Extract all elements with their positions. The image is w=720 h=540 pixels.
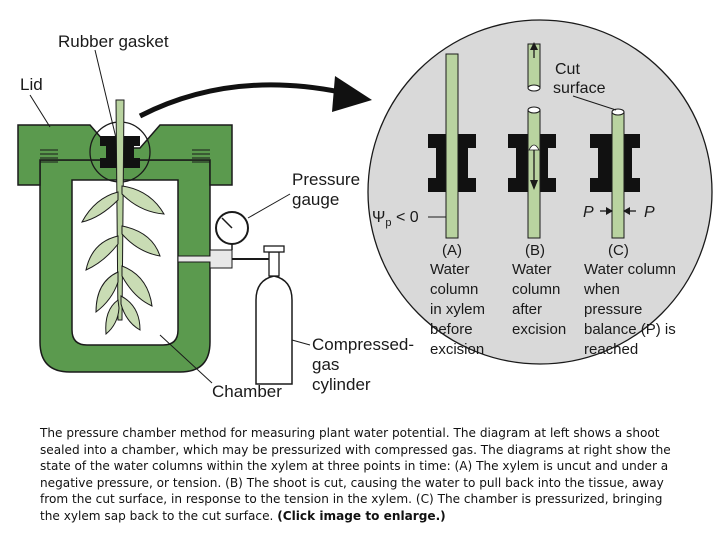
panel-a-line-1: Water	[430, 261, 469, 278]
label-p-left: P	[583, 204, 594, 221]
label-p-right: P	[644, 204, 655, 221]
panel-a-line-3: in xylem	[430, 301, 485, 318]
label-cylinder: cylinder	[312, 375, 371, 394]
gauge-needle	[221, 217, 233, 229]
psi-symbol: Ψ	[372, 209, 385, 226]
label-pressure: Pressure	[292, 170, 360, 189]
panel-a-line-4: before	[430, 321, 473, 338]
label-lid: Lid	[20, 75, 43, 94]
leader-lines	[29, 49, 311, 384]
panel-a-id: (A)	[442, 242, 462, 259]
stem-a	[445, 53, 459, 239]
chamber-wall	[39, 159, 211, 373]
panel-b-line-4: excision	[512, 321, 566, 338]
label-cut: Cut	[555, 61, 580, 78]
stem-c	[600, 108, 636, 239]
panel-c-line-2: when	[583, 281, 620, 298]
panel-c-line-1: Water column	[584, 261, 676, 278]
panel-a-text: (A) Water column in xylem before excisio…	[430, 242, 485, 358]
panel-c-line-5: reached	[584, 341, 638, 358]
panel-a-line-2: column	[430, 281, 478, 298]
panel-a-line-5: excision	[430, 341, 484, 358]
panel-b-text: (B) Water column after excision	[512, 242, 566, 338]
label-rubber-gasket: Rubber gasket	[58, 32, 169, 51]
pressure-chamber-diagram: Rubber gasket Lid Pressure gauge Compres…	[17, 19, 713, 401]
shoot-leaves	[81, 185, 165, 336]
label-gas: gas	[312, 355, 339, 374]
caption-text: The pressure chamber method for measurin…	[40, 426, 671, 523]
psi-relation: < 0	[392, 209, 419, 226]
label-chamber: Chamber	[212, 382, 282, 401]
shoot-stem	[115, 99, 125, 321]
label-surface: surface	[553, 80, 606, 97]
panel-b-line-2: column	[512, 281, 560, 298]
panel-c-line-4: balance (P) is	[584, 321, 676, 338]
panel-b-id: (B)	[525, 242, 545, 259]
psi-subscript: p	[385, 217, 391, 229]
panel-c-line-3: pressure	[584, 301, 642, 318]
panel-b-line-1: Water	[512, 261, 551, 278]
label-psi: Ψp < 0	[372, 209, 419, 229]
gas-inlet-pipe	[177, 249, 233, 269]
zoom-arrow	[138, 82, 341, 119]
panel-b-line-3: after	[512, 301, 542, 318]
gas-cylinder	[255, 275, 293, 385]
lid-threads	[40, 149, 210, 163]
label-compressed: Compressed-	[312, 335, 414, 354]
label-gauge: gauge	[292, 190, 339, 209]
panel-c-id: (C)	[608, 242, 629, 259]
pressure-chamber	[17, 49, 372, 385]
stem-b	[527, 42, 541, 239]
magnified-view: Cut surface Ψp < 0 P P (A) Water column …	[367, 19, 713, 365]
panel-c-text: (C) Water column when pressure balance (…	[583, 242, 676, 358]
enlarge-link[interactable]: (Click image to enlarge.)	[277, 508, 446, 523]
figure-caption: The pressure chamber method for measurin…	[40, 425, 680, 525]
